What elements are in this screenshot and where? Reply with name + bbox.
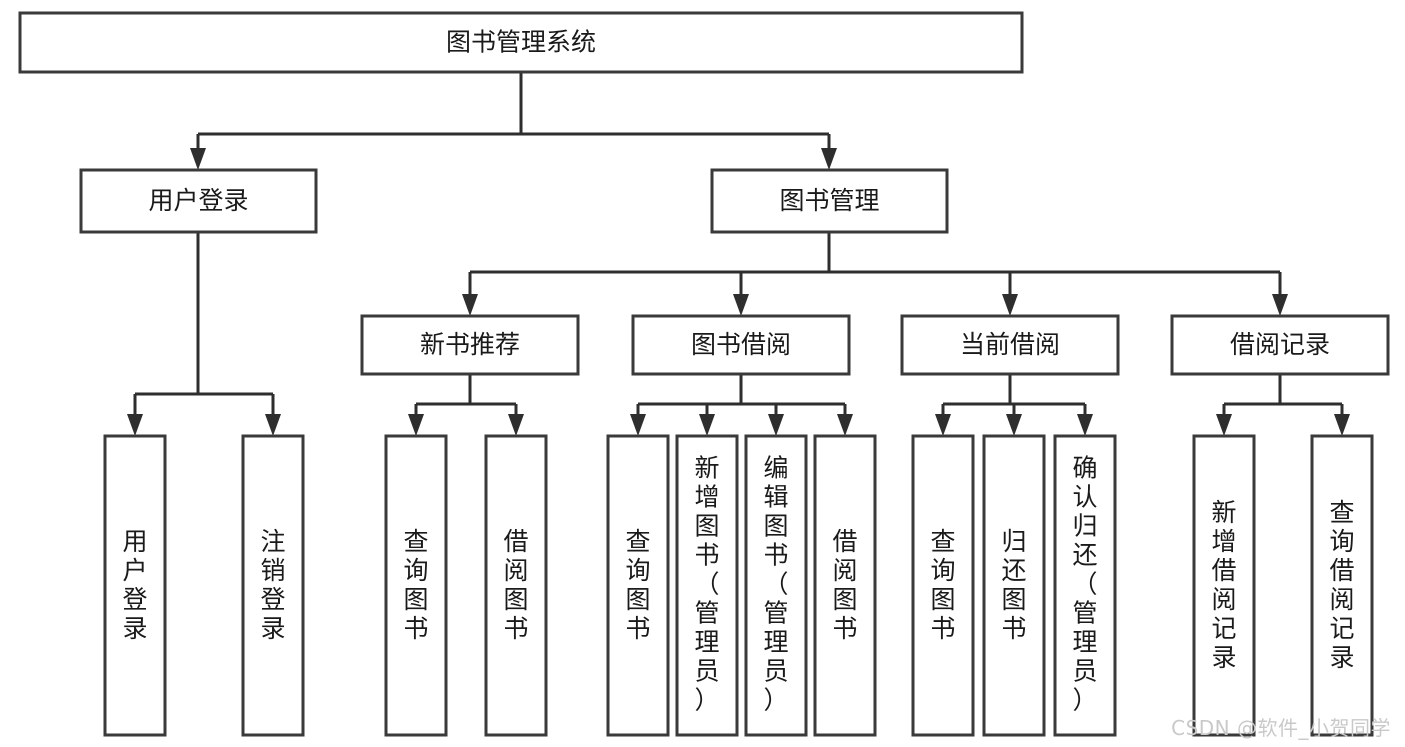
node-label: 归还图书 <box>1001 527 1026 643</box>
arrow-head-icon <box>768 414 784 436</box>
node-box-leaf[interactable] <box>241 434 305 737</box>
node-label: 用户登录 <box>148 186 248 215</box>
arrow-head-icon <box>1006 414 1022 436</box>
node-label: 借阅图书 <box>832 527 857 643</box>
node-leaf-query-borrow-record[interactable]: 查询借阅记录 <box>1310 434 1374 737</box>
node-leaf-add-borrow-record[interactable]: 新增借阅记录 <box>1192 434 1256 737</box>
node-box-leaf[interactable] <box>1192 434 1256 737</box>
node-user-login[interactable]: 用户登录 <box>79 168 318 234</box>
node-label: 新书推荐 <box>420 330 520 359</box>
connector-group-recommend-to-leaves <box>408 374 524 436</box>
node-layer: 图书管理系统用户登录图书管理新书推荐图书借阅当前借阅借阅记录用户登录注销登录查询… <box>18 11 1390 737</box>
connector-group-borrow-to-leaves <box>630 374 853 436</box>
node-leaf-confirm-return-admin[interactable]: 确认归还（管理员） <box>1053 434 1117 737</box>
node-root[interactable]: 图书管理系统 <box>18 11 1024 74</box>
node-box-root[interactable] <box>18 11 1024 74</box>
arrow-head-icon <box>1002 294 1018 316</box>
node-leaf-query-book-borrow[interactable]: 查询图书 <box>606 434 670 737</box>
node-book-borrow[interactable]: 图书借阅 <box>631 314 851 376</box>
node-box-leaf[interactable] <box>384 434 448 737</box>
node-box-leaf[interactable] <box>484 434 548 737</box>
node-label: 查询图书 <box>625 527 650 643</box>
node-label: 查询借阅记录 <box>1329 498 1354 672</box>
node-label: 借阅图书 <box>503 527 528 643</box>
node-label: 图书借阅 <box>691 330 791 359</box>
node-box-level3[interactable] <box>360 314 580 376</box>
watermark-text: CSDN @软件_小贺同学 <box>1171 716 1391 740</box>
node-box-leaf[interactable] <box>1310 434 1374 737</box>
node-book-management[interactable]: 图书管理 <box>710 168 949 234</box>
node-box-leaf[interactable] <box>911 434 975 737</box>
node-box-leaf[interactable] <box>606 434 670 737</box>
arrow-head-icon <box>265 414 281 436</box>
arrow-head-icon <box>462 294 478 316</box>
node-box-leaf[interactable] <box>1053 434 1117 737</box>
node-box-leaf[interactable] <box>744 434 808 737</box>
node-box-level3[interactable] <box>631 314 851 376</box>
arrow-head-icon <box>699 414 715 436</box>
node-borrow-record[interactable]: 借阅记录 <box>1170 314 1390 376</box>
node-leaf-edit-book-admin[interactable]: 编辑图书（管理员） <box>744 434 808 737</box>
arrow-head-icon <box>630 414 646 436</box>
connector-layer <box>127 72 1350 436</box>
arrow-head-icon <box>821 148 837 170</box>
node-label: 确认归还（管理员） <box>1072 454 1097 715</box>
node-label: 图书管理系统 <box>446 28 596 57</box>
connector-group-root-to-level2 <box>190 72 837 170</box>
node-new-book-recommend[interactable]: 新书推荐 <box>360 314 580 376</box>
node-current-borrow[interactable]: 当前借阅 <box>900 314 1120 376</box>
node-label: 当前借阅 <box>960 330 1060 359</box>
arrow-head-icon <box>837 414 853 436</box>
node-label: 图书管理 <box>779 186 879 215</box>
node-leaf-query-book-current[interactable]: 查询图书 <box>911 434 975 737</box>
arrow-head-icon <box>408 414 424 436</box>
node-label: 查询图书 <box>403 527 428 643</box>
node-leaf-user-login[interactable]: 用户登录 <box>103 434 167 737</box>
arrow-head-icon <box>935 414 951 436</box>
arrow-head-icon <box>1216 414 1232 436</box>
node-box-leaf[interactable] <box>103 434 167 737</box>
connector-group-bookmgmt-to-level3 <box>462 232 1288 316</box>
node-label: 查询图书 <box>930 527 955 643</box>
node-label: 新增借阅记录 <box>1211 498 1236 672</box>
node-box-leaf[interactable] <box>675 434 739 737</box>
node-label: 用户登录 <box>122 527 147 643</box>
node-label: 借阅记录 <box>1230 330 1330 359</box>
arrow-head-icon <box>508 414 524 436</box>
node-box-level2[interactable] <box>710 168 949 234</box>
node-label: 新增图书（管理员） <box>694 454 719 715</box>
arrow-head-icon <box>127 414 143 436</box>
node-label: 编辑图书（管理员） <box>763 454 788 715</box>
node-leaf-logout[interactable]: 注销登录 <box>241 434 305 737</box>
connector-group-userlogin-to-leaves <box>127 232 281 436</box>
node-box-level3[interactable] <box>900 314 1120 376</box>
connector-group-record-to-leaves <box>1216 374 1350 436</box>
arrow-head-icon <box>733 294 749 316</box>
arrow-head-icon <box>190 148 206 170</box>
node-leaf-add-book-admin[interactable]: 新增图书（管理员） <box>675 434 739 737</box>
node-box-leaf[interactable] <box>813 434 877 737</box>
arrow-head-icon <box>1077 414 1093 436</box>
node-leaf-borrow-book-recommend[interactable]: 借阅图书 <box>484 434 548 737</box>
connector-group-current-to-leaves <box>935 374 1093 436</box>
node-leaf-query-book-recommend[interactable]: 查询图书 <box>384 434 448 737</box>
node-label: 注销登录 <box>260 527 285 643</box>
node-box-leaf[interactable] <box>982 434 1046 737</box>
node-leaf-borrow-book[interactable]: 借阅图书 <box>813 434 877 737</box>
arrow-head-icon <box>1272 294 1288 316</box>
node-leaf-return-book[interactable]: 归还图书 <box>982 434 1046 737</box>
node-box-level3[interactable] <box>1170 314 1390 376</box>
arrow-head-icon <box>1334 414 1350 436</box>
node-box-level2[interactable] <box>79 168 318 234</box>
